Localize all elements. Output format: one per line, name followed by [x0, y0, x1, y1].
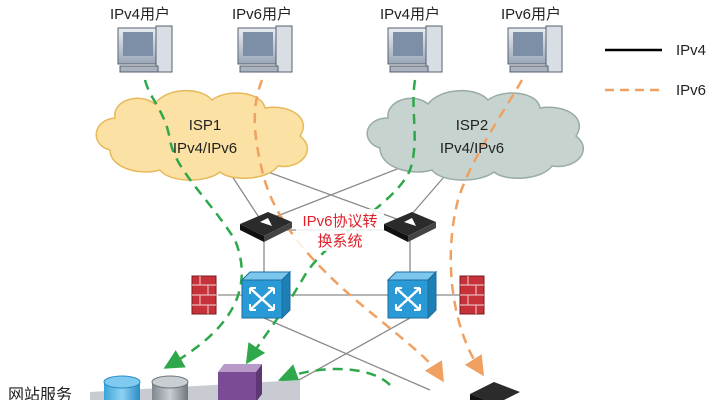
legend-ipv6-label: IPv6 [676, 82, 706, 99]
server-label: 网站服务 [8, 386, 72, 400]
isp2-cloud [366, 89, 584, 181]
translator-device-1 [240, 212, 292, 242]
legend-ipv4-label: IPv4 [676, 42, 706, 59]
translator-label-line2: 换系统 [317, 233, 362, 250]
database-grey-icon [151, 375, 189, 405]
firewall-2 [459, 275, 485, 315]
user-computer-1 [117, 25, 173, 73]
isp2-sub: IPv4/IPv6 [440, 140, 504, 157]
firewall-1 [191, 275, 217, 315]
user-computer-2 [237, 25, 293, 73]
isp2-name: ISP2 [456, 117, 489, 134]
isp1-name: ISP1 [189, 117, 222, 134]
switch-2 [386, 270, 438, 320]
user-label-4: IPv6用户 [501, 6, 561, 23]
user-label-3: IPv4用户 [380, 6, 440, 23]
isp1-cloud [95, 89, 308, 181]
user-label-2: IPv6用户 [232, 6, 292, 23]
server-tower-icon [218, 364, 262, 402]
translator-device-2 [384, 212, 436, 242]
user-computer-4 [507, 25, 563, 73]
ipv6-paths [253, 79, 524, 383]
translator-label-line1: IPv6协议转 [302, 213, 377, 230]
router-black-icon [470, 382, 520, 405]
database-blue-icon [103, 375, 141, 405]
isp1-sub: IPv4/IPv6 [173, 140, 237, 157]
user-computer-3 [387, 25, 443, 73]
switch-1 [240, 270, 292, 320]
legend: IPv4 IPv6 [605, 42, 706, 99]
user-label-1: IPv4用户 [110, 6, 170, 23]
